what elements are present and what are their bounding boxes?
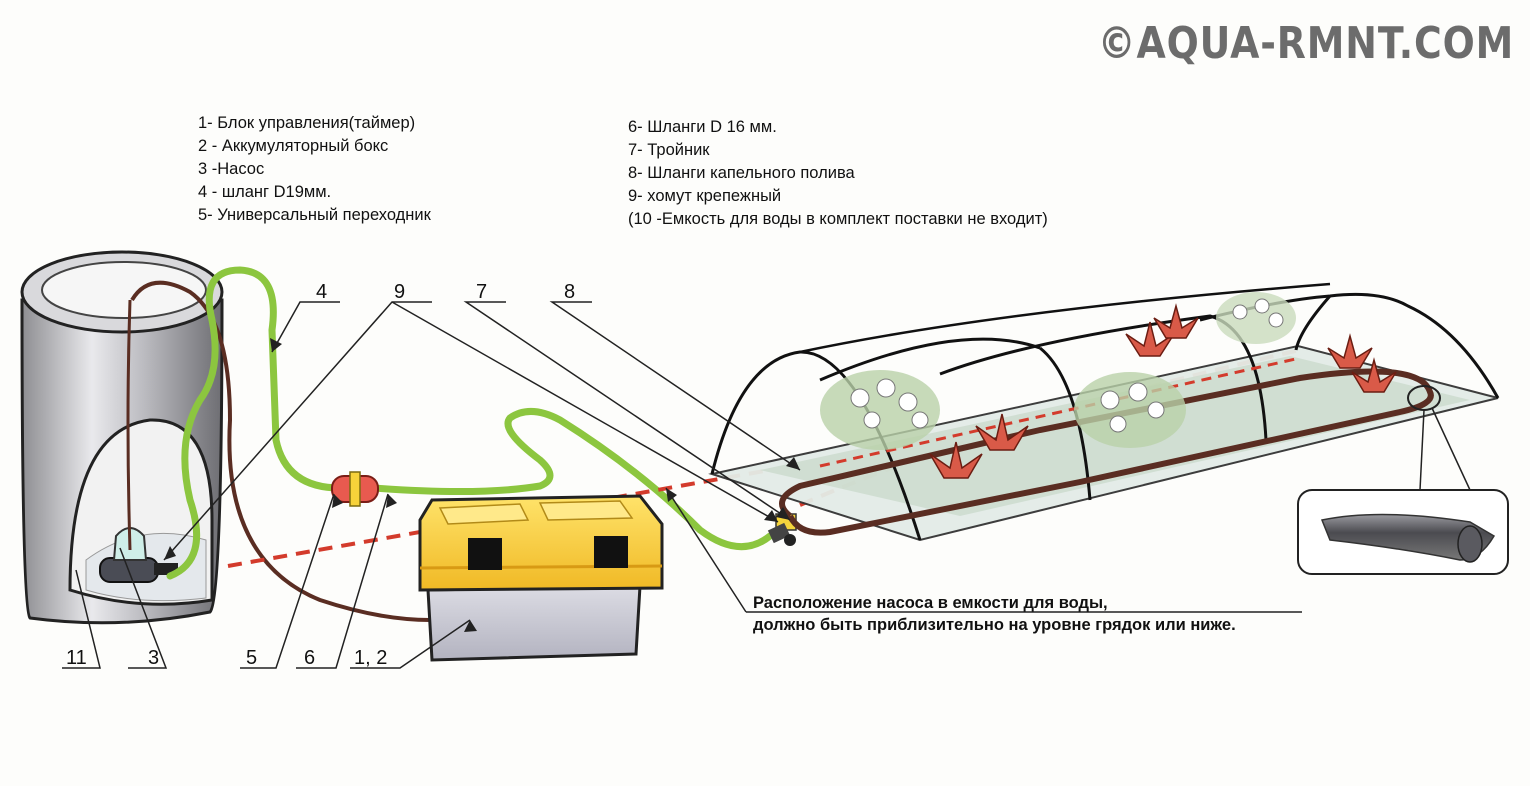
callout-4: 4	[316, 281, 327, 303]
legend-left: 1- Блок управления(таймер) 2 - Аккумулят…	[198, 112, 431, 227]
callout-1-2: 1, 2	[354, 647, 387, 669]
callout-8: 8	[564, 281, 575, 303]
legend-item-4: 4 - шланг D19мм.	[198, 183, 332, 201]
plant-bush-3	[1216, 292, 1296, 344]
hose-d16	[370, 408, 774, 551]
universal-adapter	[331, 471, 379, 507]
legend-item-1: 1- Блок управления(таймер)	[198, 114, 416, 132]
callout-lines	[62, 301, 1302, 669]
callout-11: 11	[66, 647, 87, 669]
callout-9: 9	[394, 281, 405, 303]
legend-right: 6- Шланги D 16 мм. 7- Тройник 8- Шланги …	[628, 116, 1048, 231]
legend-item-6: 6- Шланги D 16 мм.	[628, 118, 777, 136]
watermark: ©AQUA-RMNT.COM	[1097, 18, 1514, 69]
callout-5: 5	[246, 647, 257, 669]
pump-placement-note: Расположение насоса в емкости для воды, …	[753, 592, 1236, 636]
note-line-1: Расположение насоса в емкости для воды,	[753, 594, 1108, 612]
callout-7: 7	[476, 281, 487, 303]
tee-fitting	[767, 513, 797, 546]
legend-item-5: 5- Универсальный переходник	[198, 206, 431, 224]
legend-item-7: 7- Тройник	[628, 141, 710, 159]
note-line-2: должно быть приблизительно на уровне гря…	[753, 616, 1236, 634]
hose-d19	[166, 266, 344, 580]
control-battery-box	[418, 494, 664, 662]
legend-item-10: (10 -Емкость для воды в комплект поставк…	[628, 210, 1048, 228]
drip-hose-detail-inset	[1297, 407, 1509, 575]
legend-item-2: 2 - Аккумуляторный бокс	[198, 137, 389, 155]
legend-item-3: 3 -Насос	[198, 160, 265, 178]
lily-flowers	[929, 303, 1397, 479]
callout-6: 6	[304, 647, 315, 669]
plant-bush-1	[820, 370, 940, 450]
plants	[820, 292, 1397, 479]
legend-item-8: 8- Шланги капельного полива	[628, 164, 855, 182]
callout-arrowheads	[164, 338, 800, 632]
callout-3: 3	[148, 647, 159, 669]
legend-item-9: 9- хомут крепежный	[628, 187, 782, 205]
control-wire	[130, 280, 431, 622]
plant-bush-2	[1074, 372, 1186, 448]
